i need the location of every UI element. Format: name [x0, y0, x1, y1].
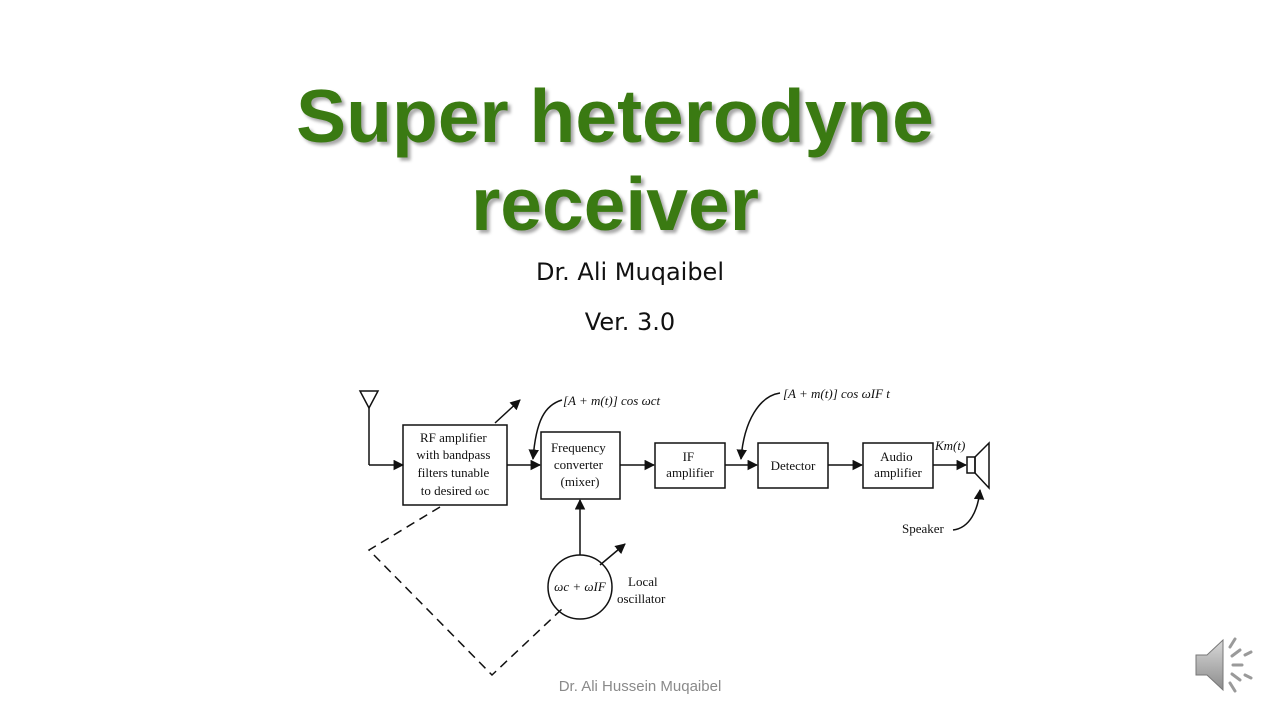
speaker-icon [966, 441, 990, 490]
speaker-audio-icon[interactable] [1190, 630, 1260, 700]
title-line-2: receiver [471, 162, 759, 246]
if-signal-expression: [A + m(t)] cos ωIF t [783, 386, 890, 401]
rf-signal-expression: [A + m(t)] cos ωct [563, 393, 661, 408]
version-label: Ver. 3.0 [584, 308, 676, 336]
local-oscillator-label: Local oscillator [617, 574, 666, 606]
detector-label: Detector [771, 458, 816, 473]
rf-amplifier-label: RF amplifier with bandpass filters tunab… [416, 430, 493, 498]
mixer-label: Frequency converter (mixer) [551, 440, 609, 489]
oscillator-frequency-label: ωc + ωIF [554, 579, 607, 594]
output-signal-label: Km(t) [934, 438, 965, 453]
author-name: Dr. Ali Muqaibel [536, 258, 724, 286]
footer-credit: Dr. Ali Hussein Muqaibel [558, 678, 722, 695]
speaker-label: Speaker [902, 521, 945, 536]
if-amplifier-label: IF amplifier [666, 449, 714, 480]
antenna-icon [358, 390, 380, 410]
slide-title: Super heterodyne receiver [190, 72, 1040, 248]
title-line-1: Super heterodyne [296, 74, 934, 158]
audio-amplifier-label: Audio amplifier [874, 449, 922, 480]
